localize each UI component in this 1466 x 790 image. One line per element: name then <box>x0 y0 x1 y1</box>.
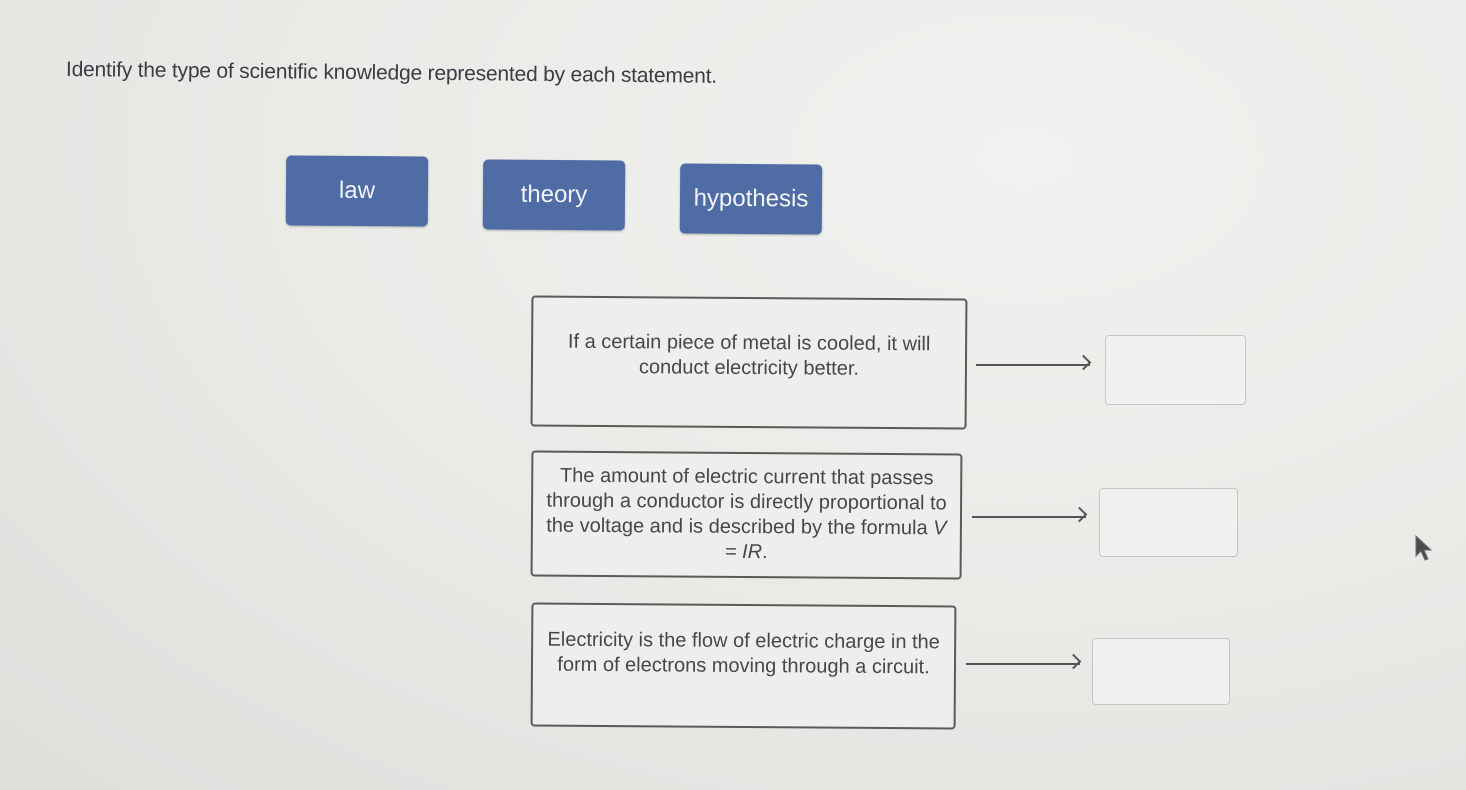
answer-drop-target-1[interactable] <box>1105 335 1246 405</box>
choice-chip-hypothesis[interactable]: hypothesis <box>679 163 823 235</box>
statement-text: The amount of electric current that pass… <box>546 464 947 564</box>
right-arrow-icon <box>966 653 1084 671</box>
statement-text: If a certain piece of metal is cooled, i… <box>567 330 931 380</box>
right-arrow-icon <box>972 506 1090 524</box>
answer-drop-target-3[interactable] <box>1092 638 1230 705</box>
choice-chip-theory[interactable]: theory <box>482 159 626 231</box>
statement-card-1: If a certain piece of metal is cooled, i… <box>530 295 968 430</box>
statement-text: Electricity is the flow of electric char… <box>547 628 940 679</box>
choice-chip-law[interactable]: law <box>285 155 429 227</box>
statement-card-3: Electricity is the flow of electric char… <box>530 602 957 730</box>
right-arrow-icon <box>976 354 1094 372</box>
question-prompt: Identify the type of scientific knowledg… <box>65 58 718 88</box>
answer-drop-target-2[interactable] <box>1099 488 1238 557</box>
statement-card-2: The amount of electric current that pass… <box>530 450 963 580</box>
